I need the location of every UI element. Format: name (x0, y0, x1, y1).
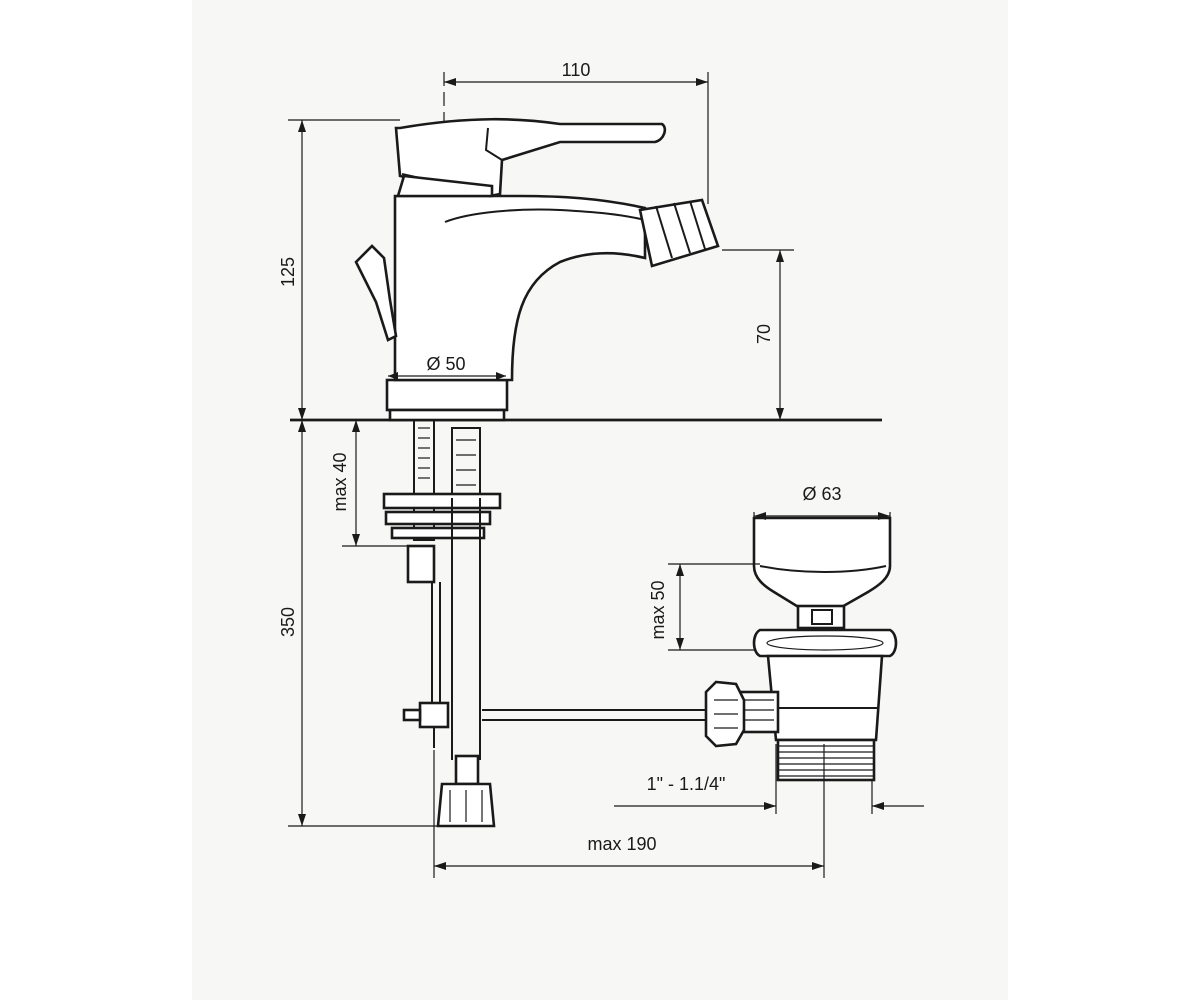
dim-label-max-190: max 190 (587, 834, 656, 854)
dim-diameter-63 (753, 512, 891, 528)
dim-label-max-50: max 50 (648, 580, 668, 639)
popup-waste (704, 516, 898, 782)
dim-350 (288, 420, 442, 827)
dim-max-40 (342, 420, 410, 547)
dim-label-70: 70 (754, 324, 774, 344)
dim-label-350: 350 (278, 607, 298, 637)
dim-thread (614, 744, 924, 814)
drawing-sheet (192, 0, 1008, 1000)
dim-70 (722, 249, 794, 420)
dim-max-50 (668, 563, 760, 651)
mixer-underdeck (382, 419, 502, 828)
dim-label-110: 110 (562, 60, 591, 80)
dim-label-diameter-63: Ø 63 (802, 484, 841, 504)
dim-max-190 (433, 744, 825, 878)
dim-label-thread: 1" - 1.1/4" (647, 774, 726, 794)
mixer-body (354, 117, 720, 422)
dim-125 (288, 119, 400, 420)
dim-label-diameter-50: Ø 50 (426, 354, 465, 374)
dim-label-max-40: max 40 (330, 452, 350, 511)
dim-label-125: 125 (278, 257, 298, 287)
dim-110 (444, 72, 709, 204)
dim-diameter-50 (388, 372, 506, 380)
